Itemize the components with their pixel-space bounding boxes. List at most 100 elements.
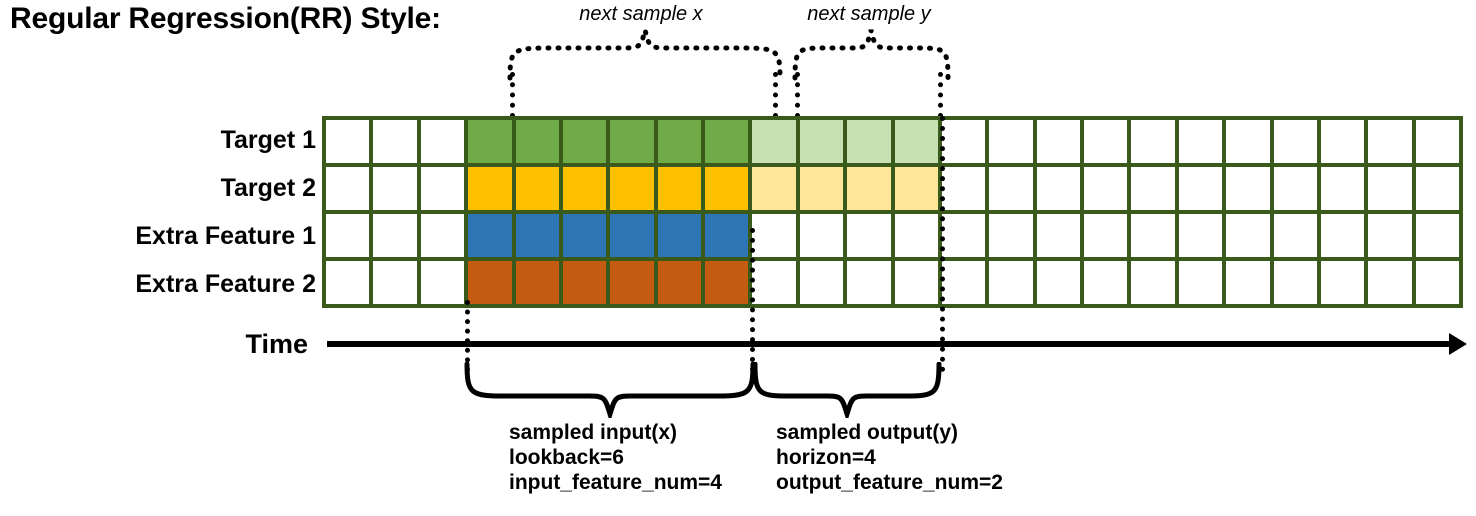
grid-cell [847, 261, 891, 304]
grid-cell [1036, 120, 1080, 163]
grid-cell [894, 261, 938, 304]
grid-cell [420, 167, 465, 210]
grid-cell [1415, 120, 1459, 163]
row-label-target-1: Target 1 [220, 126, 316, 154]
grid-cell [420, 214, 465, 257]
grid-cell [989, 261, 1033, 304]
grid-cell [610, 167, 654, 210]
grid-cell [1320, 167, 1365, 210]
grid-cell [1273, 120, 1317, 163]
grid-cell [1131, 120, 1175, 163]
row-label-target-2: Target 2 [220, 174, 316, 202]
grid-cell [941, 261, 986, 304]
grid-cell [1084, 167, 1128, 210]
label-next-sample-y: next sample y [807, 3, 931, 25]
time-arrow-icon [1449, 333, 1467, 355]
grid-cell [1178, 261, 1223, 304]
grid-cell [373, 120, 417, 163]
grid-cell [515, 167, 559, 210]
grid-cell [373, 167, 417, 210]
grid-cell [1131, 214, 1175, 257]
grid-cell [326, 120, 370, 163]
label-next-sample-x: next sample x [579, 3, 703, 25]
grid-cell [657, 214, 701, 257]
grid-cell [468, 120, 512, 163]
annotation-input-feature-num: input_feature_num=4 [509, 471, 722, 494]
annotation-sampled-input: sampled input(x) lookback=6 input_featur… [509, 420, 722, 495]
grid-cell [373, 261, 417, 304]
grid-cell [657, 167, 701, 210]
guide-top-output-end [938, 72, 943, 118]
grid-cell [1415, 261, 1459, 304]
grid-cell [1036, 167, 1080, 210]
grid-cell [1368, 261, 1412, 304]
page-title: Regular Regression(RR) Style: [10, 2, 441, 35]
grid-cell [941, 120, 986, 163]
row-labels: Target 1 Target 2 Extra Feature 1 Extra … [8, 0, 316, 516]
grid-cell [468, 261, 512, 304]
grid-cell [894, 214, 938, 257]
grid-cell [847, 120, 891, 163]
grid-cell [1368, 214, 1412, 257]
grid-cell [657, 261, 701, 304]
grid-cell [847, 167, 891, 210]
grid-cell [1178, 167, 1223, 210]
grid-cell [420, 120, 465, 163]
annotation-sampled-output: sampled output(y) horizon=4 output_featu… [776, 420, 1003, 495]
annotation-output-horizon: horizon=4 [776, 446, 876, 469]
brace-sampled-output [752, 362, 942, 418]
grid-cell [1320, 120, 1365, 163]
grid-cell [705, 167, 749, 210]
grid-cell [1320, 214, 1365, 257]
grid-cell [562, 120, 607, 163]
grid-cell [894, 167, 938, 210]
grid-cell [1368, 167, 1412, 210]
grid-cell [515, 120, 559, 163]
grid-cell [515, 261, 559, 304]
grid-cell [1178, 120, 1223, 163]
annotation-output-feature-num: output_feature_num=2 [776, 471, 1003, 494]
grid-cell [420, 261, 465, 304]
grid-cell [610, 261, 654, 304]
grid-cell [989, 214, 1033, 257]
time-axis-label: Time [245, 329, 308, 359]
grid-cell [373, 214, 417, 257]
grid-cell [1273, 214, 1317, 257]
guide-input-start [465, 300, 470, 372]
grid-cell [847, 214, 891, 257]
annotation-input-title: sampled input(x) [509, 421, 678, 444]
grid-cell [1226, 214, 1270, 257]
grid-cell [657, 120, 701, 163]
grid-cell [1273, 167, 1317, 210]
grid-cell [894, 120, 938, 163]
grid-cell [468, 214, 512, 257]
grid-cell [1084, 261, 1128, 304]
grid-cell [468, 167, 512, 210]
grid-cell [1084, 214, 1128, 257]
grid-cell [799, 120, 844, 163]
grid-cell [752, 167, 796, 210]
grid-cell [1320, 261, 1365, 304]
grid-cell [1415, 167, 1459, 210]
grid-cell [705, 261, 749, 304]
row-label-extra-feature-1: Extra Feature 1 [135, 222, 316, 250]
grid-cell [562, 167, 607, 210]
grid-cell [610, 214, 654, 257]
grid-cell [610, 120, 654, 163]
grid-cell [1226, 120, 1270, 163]
grid-cell [705, 120, 749, 163]
guide-output-end [940, 116, 945, 372]
grid-cell [1368, 120, 1412, 163]
grid-cell [1084, 120, 1128, 163]
grid-cell [1226, 167, 1270, 210]
grid-cell [752, 120, 796, 163]
guide-top-input-start [510, 72, 515, 118]
brace-next-sample-x [507, 29, 783, 81]
grid-cell [941, 214, 986, 257]
grid-cell [562, 261, 607, 304]
grid-cell [799, 167, 844, 210]
grid-cell [1131, 261, 1175, 304]
grid-cell [326, 261, 370, 304]
grid-cell [799, 214, 844, 257]
